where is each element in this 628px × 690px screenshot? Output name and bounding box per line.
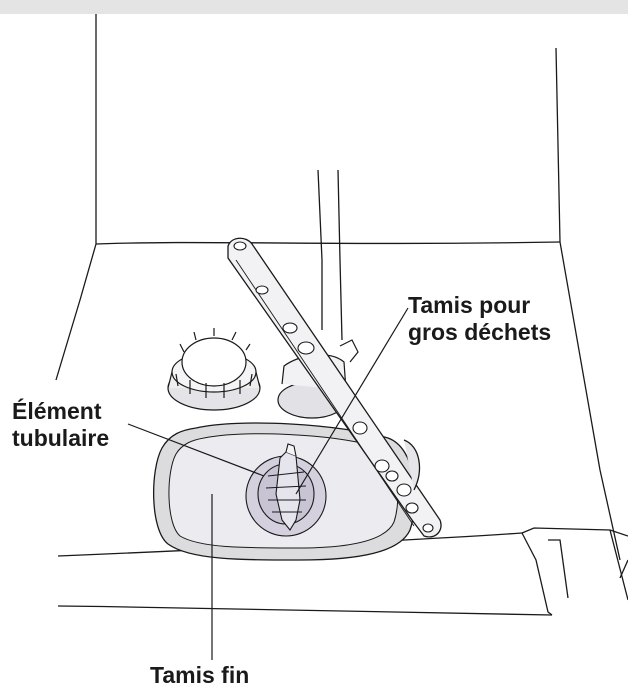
spray-arm-nozzles [233, 241, 434, 533]
rinse-aid-cap [167, 328, 261, 411]
leader-tamis-gros [295, 307, 409, 495]
label-element-tubulaire: Élément tubulaire [12, 398, 109, 452]
label-tamis-gros-line2: gros déchets [408, 319, 552, 345]
callout-leaders [127, 307, 409, 660]
label-tamis-gros-dechets: Tamis pour gros déchets [408, 292, 551, 346]
supply-pipe [317, 169, 343, 341]
label-tamis-fin: Tamis fin [150, 662, 249, 689]
coarse-filter [245, 443, 327, 537]
label-element-line2: tubulaire [12, 425, 110, 451]
door-gasket [521, 527, 628, 616]
label-element-line1: Élément [12, 398, 102, 424]
label-tamis-fin-text: Tamis fin [150, 662, 250, 688]
tub-walls [55, 14, 621, 561]
leader-element-tubulaire [127, 423, 265, 477]
label-tamis-gros-line1: Tamis pour [408, 292, 531, 318]
top-band [0, 0, 628, 14]
